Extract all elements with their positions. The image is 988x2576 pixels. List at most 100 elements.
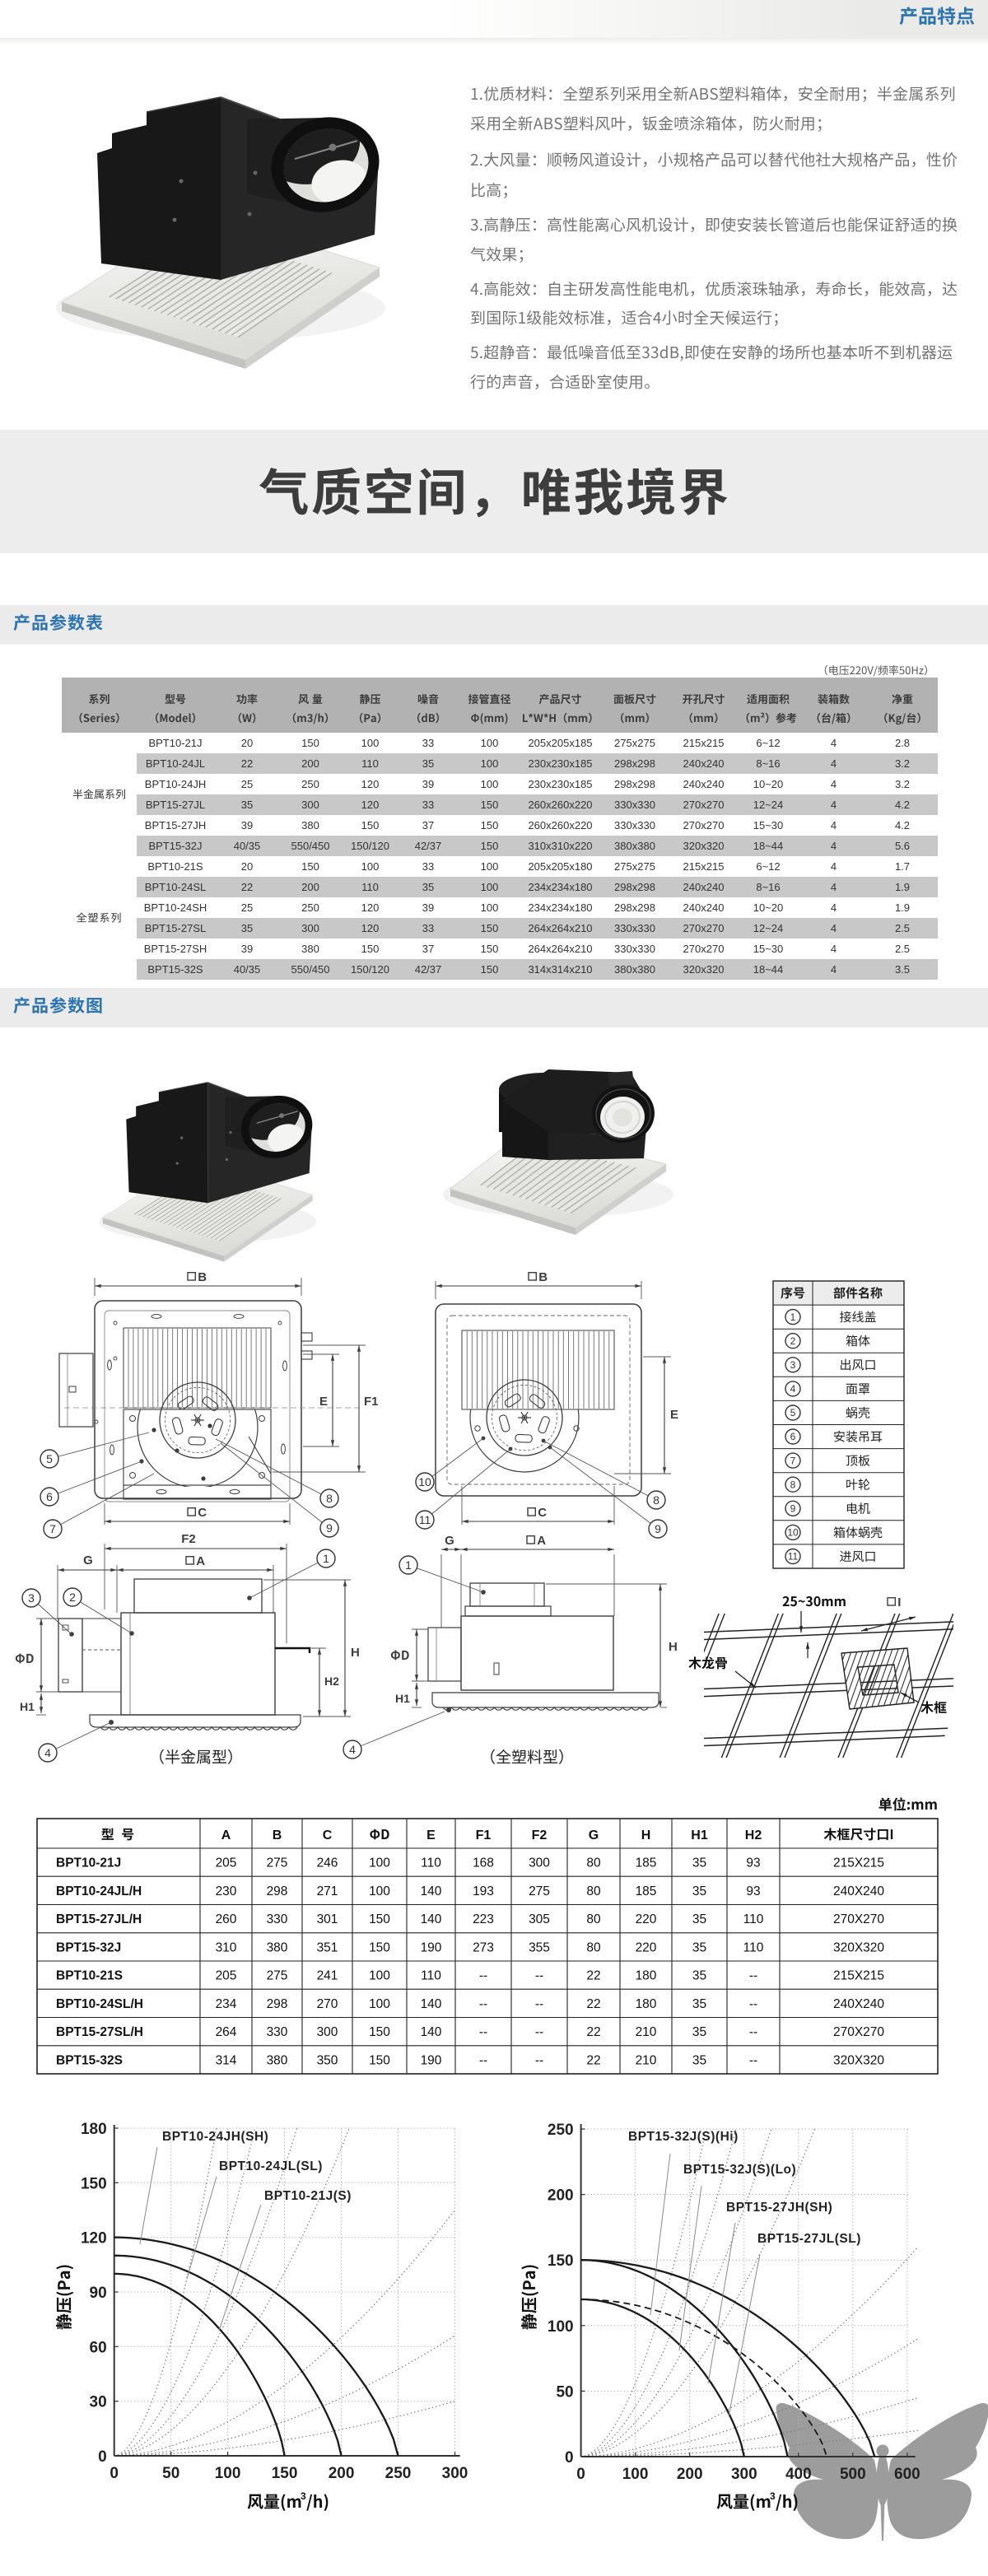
svg-text:120: 120 bbox=[361, 799, 380, 811]
svg-text:F2: F2 bbox=[532, 1828, 548, 1842]
svg-text:11: 11 bbox=[788, 1551, 799, 1563]
svg-text:100: 100 bbox=[369, 1856, 390, 1870]
svg-text:35: 35 bbox=[422, 757, 434, 770]
svg-text:BPT10-24JL(SL): BPT10-24JL(SL) bbox=[219, 2159, 323, 2173]
svg-text:180: 180 bbox=[636, 1997, 657, 2011]
svg-text:300: 300 bbox=[301, 799, 319, 811]
svg-text:230x230x185: 230x230x185 bbox=[528, 778, 592, 790]
svg-text:0: 0 bbox=[576, 2466, 585, 2483]
svg-text:37: 37 bbox=[422, 943, 434, 955]
svg-text:1: 1 bbox=[405, 1558, 412, 1572]
svg-text:1.7: 1.7 bbox=[895, 860, 910, 873]
svg-text:270X270: 270X270 bbox=[833, 1912, 884, 1926]
svg-text:BPT10-24JL: BPT10-24JL bbox=[146, 757, 205, 770]
svg-text:380: 380 bbox=[267, 1940, 288, 1954]
svg-text:205x205x185: 205x205x185 bbox=[528, 737, 592, 749]
svg-text:BPT10-24JH(SH): BPT10-24JH(SH) bbox=[162, 2130, 268, 2144]
svg-text:8: 8 bbox=[653, 1493, 659, 1507]
svg-text:--: -- bbox=[749, 1969, 757, 1983]
svg-text:3: 3 bbox=[301, 2490, 306, 2502]
svg-text:60: 60 bbox=[90, 2339, 107, 2356]
svg-text:H: H bbox=[641, 1828, 651, 1842]
svg-text:150: 150 bbox=[369, 1940, 390, 1954]
svg-text:260x260x220: 260x260x220 bbox=[528, 819, 592, 831]
svg-text:BPT15-32S: BPT15-32S bbox=[147, 963, 203, 976]
svg-text:BPT10-24SL/H: BPT10-24SL/H bbox=[56, 1997, 143, 2011]
svg-text:4: 4 bbox=[831, 922, 837, 934]
svg-text:215x215: 215x215 bbox=[683, 860, 725, 873]
svg-text:80: 80 bbox=[586, 1856, 601, 1870]
svg-text:--: -- bbox=[479, 2025, 487, 2039]
svg-text:185: 185 bbox=[636, 1856, 657, 1870]
svg-text:320X320: 320X320 bbox=[833, 1940, 884, 1954]
svg-text:E: E bbox=[426, 1828, 436, 1842]
svg-text:E: E bbox=[319, 1395, 328, 1409]
svg-text:100: 100 bbox=[215, 2465, 241, 2482]
svg-text:1: 1 bbox=[323, 1552, 329, 1565]
svg-text:100: 100 bbox=[361, 737, 380, 749]
svg-text:223: 223 bbox=[473, 1912, 494, 1926]
svg-text:110: 110 bbox=[743, 1940, 764, 1954]
svg-text:6~12: 6~12 bbox=[756, 860, 780, 873]
svg-text:300: 300 bbox=[731, 2466, 757, 2483]
svg-text:250: 250 bbox=[548, 2122, 574, 2139]
svg-text:4: 4 bbox=[831, 901, 837, 914]
svg-text:5: 5 bbox=[790, 1407, 796, 1418]
svg-text:12~24: 12~24 bbox=[753, 922, 784, 934]
svg-text:310x310x220: 310x310x220 bbox=[528, 840, 592, 852]
svg-text:10: 10 bbox=[418, 1475, 431, 1488]
svg-text:BPT10-21J: BPT10-21J bbox=[56, 1856, 121, 1870]
svg-text:273: 273 bbox=[473, 1940, 494, 1954]
svg-text:550/450: 550/450 bbox=[291, 840, 330, 852]
svg-text:--: -- bbox=[479, 1997, 487, 2011]
svg-text:BPT15-27SL: BPT15-27SL bbox=[145, 922, 206, 934]
svg-text:380x380: 380x380 bbox=[614, 840, 655, 852]
svg-text:150: 150 bbox=[481, 963, 499, 976]
svg-text:22: 22 bbox=[241, 881, 253, 893]
svg-text:150: 150 bbox=[481, 922, 499, 934]
svg-text:6: 6 bbox=[790, 1431, 796, 1442]
svg-text:275x275: 275x275 bbox=[614, 860, 655, 873]
svg-text:0: 0 bbox=[98, 2448, 107, 2466]
svg-text:4: 4 bbox=[831, 757, 837, 770]
svg-text:330: 330 bbox=[267, 2025, 288, 2039]
svg-text:380: 380 bbox=[301, 943, 319, 955]
svg-text:0: 0 bbox=[565, 2449, 574, 2467]
svg-text:250: 250 bbox=[301, 778, 319, 790]
svg-text:35: 35 bbox=[422, 881, 434, 893]
svg-text:9: 9 bbox=[790, 1502, 796, 1514]
svg-text:150: 150 bbox=[369, 1912, 390, 1926]
svg-text:50: 50 bbox=[556, 2383, 573, 2401]
svg-text:1.9: 1.9 bbox=[895, 881, 910, 893]
svg-text:39: 39 bbox=[241, 943, 253, 955]
svg-text:22: 22 bbox=[586, 2025, 600, 2039]
svg-text:260x260x220: 260x260x220 bbox=[528, 799, 592, 811]
svg-text:1: 1 bbox=[790, 1311, 796, 1323]
svg-text:298x298: 298x298 bbox=[614, 901, 655, 914]
svg-text:15~30: 15~30 bbox=[753, 819, 784, 831]
svg-text:BPT10-21J(S): BPT10-21J(S) bbox=[264, 2189, 352, 2203]
svg-text:240x240: 240x240 bbox=[683, 901, 725, 914]
svg-text:A: A bbox=[221, 1828, 231, 1842]
svg-text:4.2: 4.2 bbox=[895, 799, 910, 811]
svg-text:35: 35 bbox=[241, 799, 253, 811]
svg-text:100: 100 bbox=[481, 737, 499, 749]
svg-text:200: 200 bbox=[677, 2466, 703, 2483]
svg-text:18~44: 18~44 bbox=[753, 963, 784, 976]
svg-text:250: 250 bbox=[301, 901, 319, 914]
svg-text:215x215: 215x215 bbox=[683, 737, 725, 749]
svg-text:264x264x210: 264x264x210 bbox=[528, 943, 592, 955]
svg-text:4: 4 bbox=[349, 1743, 356, 1756]
svg-text:33: 33 bbox=[422, 799, 434, 811]
svg-text:B: B bbox=[538, 1270, 548, 1284]
svg-text:215X215: 215X215 bbox=[833, 1856, 884, 1870]
svg-text:H2: H2 bbox=[745, 1828, 762, 1842]
svg-text:3.2: 3.2 bbox=[895, 778, 910, 790]
svg-text:80: 80 bbox=[586, 1912, 601, 1926]
svg-text:150: 150 bbox=[81, 2175, 107, 2192]
svg-text:BPT15-32J: BPT15-32J bbox=[56, 1940, 121, 1954]
svg-text:BPT15-27JH: BPT15-27JH bbox=[145, 819, 206, 831]
svg-text:100: 100 bbox=[361, 860, 380, 873]
svg-text:22: 22 bbox=[586, 2053, 600, 2067]
svg-text:BPT10-24JH: BPT10-24JH bbox=[145, 778, 206, 790]
